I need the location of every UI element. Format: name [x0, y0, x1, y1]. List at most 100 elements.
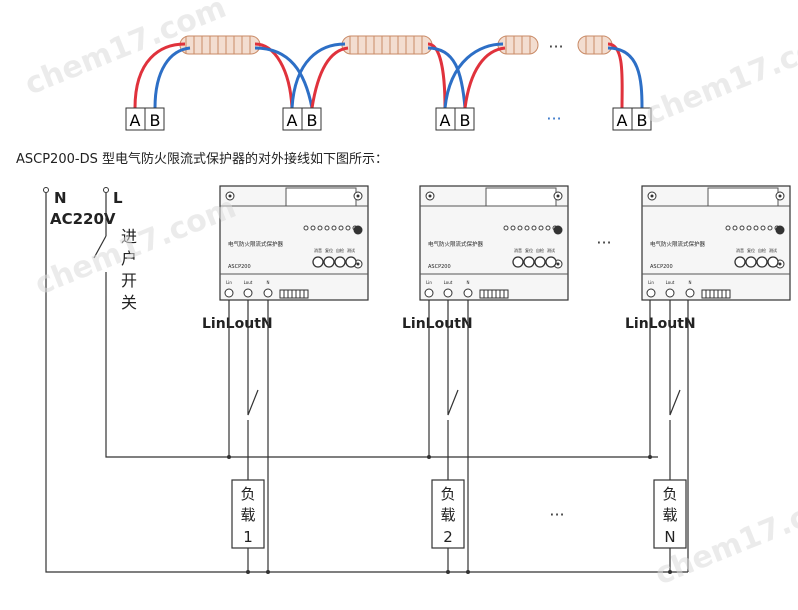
terminal-label: Lout	[666, 280, 675, 285]
load-3: 负 载 N	[653, 479, 687, 549]
led-indicator	[739, 225, 745, 231]
comm-terminal-block	[479, 289, 509, 299]
terminal-label: Lin	[648, 280, 654, 285]
device-button	[545, 256, 557, 268]
terminal-label: Lin	[226, 280, 232, 285]
device-button	[756, 256, 768, 268]
ab-label-a: A	[617, 111, 628, 130]
device-button-label: 测试	[769, 247, 777, 253]
terminal-screw	[685, 288, 695, 298]
load-label-char-2: 载	[240, 506, 255, 524]
terminal-label: N	[689, 280, 692, 285]
led-indicator	[338, 225, 344, 231]
alarm-symbol-icon	[775, 225, 785, 235]
ab-label-b: B	[460, 111, 471, 130]
load-label-char-1: 负	[662, 485, 677, 503]
twisted-pair-4	[577, 35, 613, 55]
device-model: ASCP200	[428, 264, 451, 270]
ab-label-a: A	[287, 111, 298, 130]
device-button	[734, 256, 746, 268]
bus-chain: ··· ··· A B A B A B A B	[125, 35, 652, 131]
device-button	[523, 256, 535, 268]
device-button	[767, 256, 779, 268]
terminal-screw	[263, 288, 273, 298]
device-button	[345, 256, 357, 268]
device-lid	[285, 187, 357, 207]
circuit-2	[428, 300, 469, 572]
terminal-screw	[646, 288, 656, 298]
load-number: N	[664, 528, 675, 546]
led-indicator	[746, 225, 752, 231]
led-indicator	[345, 225, 351, 231]
led-indicator	[732, 225, 738, 231]
device-button-label: 消音	[736, 247, 744, 253]
ab-terminal-1: A B	[125, 107, 165, 131]
comm-terminal-block	[279, 289, 309, 299]
terminal-labels-1: LinLoutN	[202, 316, 273, 332]
terminal-screw	[665, 288, 675, 298]
load-1: 负 载 1	[231, 479, 265, 549]
device-button-label: 自检	[336, 247, 344, 253]
led-indicator	[503, 225, 509, 231]
neutral-bus	[45, 193, 688, 573]
terminal-label: N	[467, 280, 470, 285]
led-indicator	[725, 225, 731, 231]
circuit-1	[228, 300, 269, 572]
device-model: ASCP200	[650, 264, 673, 270]
device-lid	[485, 187, 557, 207]
ab-terminal-4: A B	[612, 107, 652, 131]
ab-label-a: A	[440, 111, 451, 130]
device-title: 电气防火限流式保护器	[650, 240, 706, 248]
device-button	[334, 256, 346, 268]
load-label-char-2: 载	[440, 506, 455, 524]
led-indicator	[310, 225, 316, 231]
terminal-screw	[463, 288, 473, 298]
led-indicator	[760, 225, 766, 231]
led-indicator	[317, 225, 323, 231]
device-lid	[707, 187, 779, 207]
device-button	[323, 256, 335, 268]
ab-terminal-2: A B	[282, 107, 322, 131]
ab-terminal-3: A B	[435, 107, 475, 131]
device-ellipsis: ···	[596, 233, 611, 252]
led-indicator	[303, 225, 309, 231]
device-button-label: 复位	[325, 247, 333, 253]
comm-terminal-block	[701, 289, 731, 299]
neutral-label: N	[54, 189, 67, 207]
bus-ellipsis-top: ···	[548, 37, 563, 56]
device-model: ASCP200	[228, 264, 251, 270]
ab-label-b: B	[637, 111, 648, 130]
device-button-label: 消音	[514, 247, 522, 253]
device-button-label: 复位	[525, 247, 533, 253]
live-bus	[105, 296, 658, 458]
terminal-label: Lout	[244, 280, 253, 285]
load-ellipsis: ···	[549, 505, 564, 524]
load-2: 负 载 2	[431, 479, 465, 549]
main-switch	[93, 193, 107, 296]
led-indicator	[753, 225, 759, 231]
switch-label-1: 进	[121, 227, 137, 246]
circuit-3	[649, 300, 689, 572]
voltage-label: AC220V	[50, 210, 116, 228]
bus-ellipsis-mid: ···	[546, 109, 561, 128]
terminal-label: Lin	[426, 280, 432, 285]
ab-label-b: B	[150, 111, 161, 130]
device-button-label: 自检	[758, 247, 766, 253]
live-label: L	[113, 189, 123, 207]
load-number: 2	[443, 528, 453, 546]
ab-label-a: A	[130, 111, 141, 130]
power-supply: N L AC220V 进 户 开 关	[43, 187, 137, 312]
device-button-label: 消音	[314, 247, 322, 253]
twisted-pair-3	[497, 35, 539, 55]
device-button	[512, 256, 524, 268]
terminal-label: N	[267, 280, 270, 285]
led-indicator	[531, 225, 537, 231]
terminal-screw	[224, 288, 234, 298]
led-indicator	[324, 225, 330, 231]
led-indicator	[538, 225, 544, 231]
device-button-label: 自检	[536, 247, 544, 253]
device-button-label: 测试	[547, 247, 555, 253]
alarm-symbol-icon	[553, 225, 563, 235]
led-indicator	[767, 225, 773, 231]
